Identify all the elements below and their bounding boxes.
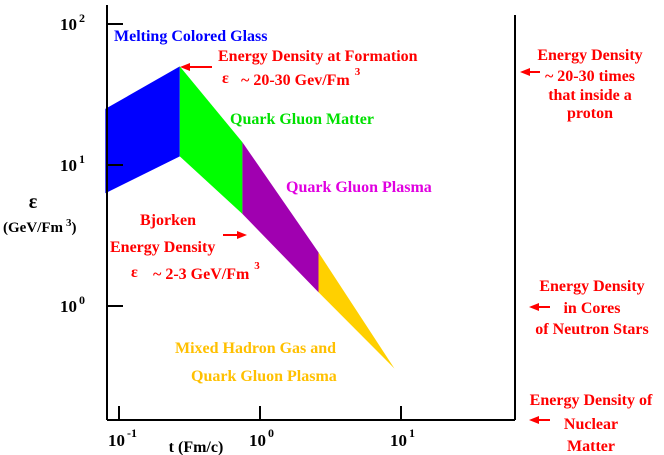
band-quark-gluon-matter xyxy=(179,66,243,214)
formation-arrow xyxy=(180,63,212,71)
x-axis-label: t (Fm/c) xyxy=(169,439,224,455)
note-nuclear-line-3: Matter xyxy=(567,438,615,455)
bjorken-value-text: ~ 2-3 GeV/Fm xyxy=(153,266,250,283)
label-formation-value: ~ 20-30 Gev/Fm 3 xyxy=(241,66,361,89)
note-proton-arrow xyxy=(520,68,540,76)
label-qgp: Quark Gluon Plasma xyxy=(286,179,432,196)
formation-value-text: ~ 20-30 Gev/Fm xyxy=(241,72,350,89)
note-proton: Energy Density ~ 20-30 times that inside… xyxy=(520,47,643,122)
label-formation-title: Energy Density at Formation xyxy=(218,48,418,65)
y-axis-unit-text: (GeV/Fm xyxy=(3,220,63,236)
bjorken-arrow xyxy=(223,231,247,239)
y-axis-symbol: ε xyxy=(29,191,38,213)
label-qgm: Quark Gluon Matter xyxy=(230,111,374,128)
band-melting-colored-glass xyxy=(105,66,180,194)
bands-layer xyxy=(105,66,395,369)
note-proton-line-4: proton xyxy=(567,105,613,122)
note-nuclear-line-2: Nuclear xyxy=(564,416,618,433)
label-mixed-2: Quark Gluon Plasma xyxy=(191,368,337,385)
label-bjorken-eps: ε xyxy=(131,264,138,281)
formation-value-exp: 3 xyxy=(355,66,361,78)
note-neutron: Energy Density in Cores of Neutron Stars xyxy=(529,278,649,338)
label-melting-glass: Melting Colored Glass xyxy=(114,28,267,45)
note-proton-line-3: that inside a xyxy=(548,87,632,104)
x-tick-label: 10-1 xyxy=(108,426,137,450)
label-formation-eps: ε xyxy=(222,70,229,87)
note-neutron-line-1: Energy Density xyxy=(539,278,644,295)
band-quark-gluon-plasma xyxy=(242,142,319,293)
bjorken-value-exp: 3 xyxy=(254,260,260,272)
band-mixed-hadron-gas-and-quark-gluon-plasma xyxy=(318,252,395,369)
note-neutron-line-2: in Cores xyxy=(563,300,620,317)
note-nuclear-line-1: Energy Density of xyxy=(530,392,653,409)
y-axis-unit-exp: 3 xyxy=(66,217,72,229)
note-nuclear-arrow xyxy=(529,416,550,424)
label-mixed-1: Mixed Hadron Gas and xyxy=(175,340,336,357)
label-bjorken: Bjorken xyxy=(140,212,196,229)
label-bjorken-energy: Energy Density xyxy=(110,239,215,256)
note-neutron-line-3: of Neutron Stars xyxy=(535,321,648,338)
y-axis-unit-close: ) xyxy=(71,220,76,236)
note-neutron-arrow xyxy=(529,303,550,311)
label-bjorken-value: ~ 2-3 GeV/Fm 3 xyxy=(153,260,260,283)
note-proton-line-2: ~ 20-30 times xyxy=(545,68,635,85)
note-nuclear: Energy Density of Nuclear Matter xyxy=(529,392,653,455)
note-proton-line-1: Energy Density xyxy=(537,47,642,64)
